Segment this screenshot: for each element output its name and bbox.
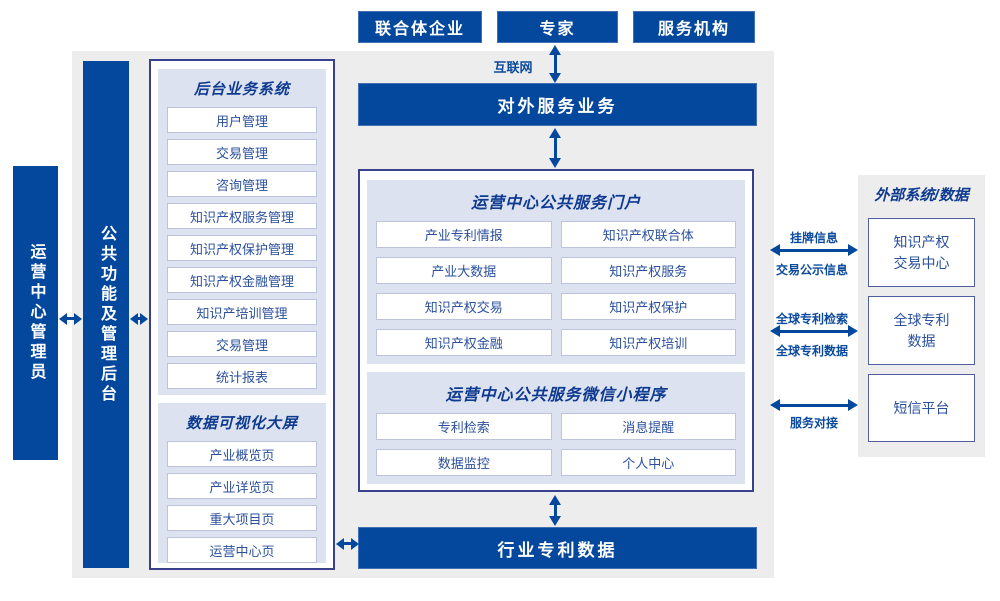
list-item: 知识产培训管理 [167,299,317,325]
arrow-line [554,52,557,76]
global-patent-search-label: 全球专利检索 [775,312,848,326]
external-service-bar: 对外服务业务 [358,83,757,126]
internet-arrow-icon [549,45,562,83]
public-function-backend-bar: 公共功能及管理后台 [83,61,129,568]
vbar-label: 运营中心管理员 [27,243,45,383]
arrow-line [777,404,851,407]
section-title: 运营中心公共服务微信小程序 [445,387,667,404]
arrow-line [554,502,557,519]
actor-label: 联合体企业 [374,21,465,38]
grid-item: 个人中心 [560,449,736,476]
bar-label: 行业专利数据 [497,540,618,560]
arrow-line [136,317,142,320]
miniprogram-item-grid: 专利检索 消息提醒 数据监控 个人中心 [376,413,736,476]
list-item: 知识产权保护管理 [167,235,317,261]
portal-item-grid: 产业专利情报 知识产权联合体 产业大数据 知识产权服务 知识产权交易 知识产权保… [376,221,736,356]
grid-item: 知识产权联合体 [560,221,736,248]
center-service-container: 运营中心公共服务门户 产业专利情报 知识产权联合体 产业大数据 知识产权服务 知… [358,169,754,492]
list-item: 产业详览页 [167,473,317,499]
actor-service-agencies: 服务机构 [633,11,755,43]
operations-admin-bar: 运营中心管理员 [13,166,58,460]
trade-publicity-label: 交易公示信息 [775,263,848,277]
list-item: 咨询管理 [167,171,317,197]
visualization-item-list: 产业概览页 产业详览页 重大项目页 运营中心页 [167,441,317,563]
list-item: 交易管理 [167,139,317,165]
internet-label: 互联网 [493,60,533,75]
service-connect-label: 服务对接 [789,416,838,430]
listing-info-label: 挂牌信息 [789,231,838,245]
global-patent-data-label: 全球专利数据 [775,344,848,358]
admin-backend-arrow-icon [59,312,82,325]
grid-item: 消息提醒 [560,413,736,440]
external-systems-title: 外部系统/数据 [874,187,969,204]
arrow-line [777,249,851,252]
service-portal-arrow-icon [549,128,562,168]
sms-platform-box: 短信平台 [868,374,975,442]
list-item: 知识产权金融管理 [167,267,317,293]
grid-item: 产业专利情报 [376,221,552,248]
left-backend-container: 后台业务系统 用户管理 交易管理 咨询管理 知识产权服务管理 知识产权保护管理 … [149,59,335,570]
global-patent-data-box: 全球专利 数据 [868,296,975,365]
grid-item: 知识产权交易 [376,293,552,320]
backend-panel-arrow-icon [130,312,148,325]
section-title: 后台业务系统 [193,81,290,98]
sms-service-arrow-icon [770,399,858,412]
list-item: 运营中心页 [167,537,317,563]
actor-label: 专家 [539,21,576,38]
list-item: 用户管理 [167,107,317,133]
visualization-patentdata-arrow-icon [336,537,359,550]
list-item: 产业概览页 [167,441,317,467]
grid-item: 知识产权保护 [560,293,736,320]
actor-experts: 专家 [497,11,618,43]
grid-item: 知识产权服务 [560,257,736,284]
section-title: 运营中心公共服务门户 [470,195,641,212]
list-item: 交易管理 [167,331,317,357]
grid-item: 数据监控 [376,449,552,476]
public-service-portal-panel: 运营中心公共服务门户 产业专利情报 知识产权联合体 产业大数据 知识产权服务 知… [367,180,745,364]
industry-patent-data-bar: 行业专利数据 [358,527,757,569]
actor-consortium-enterprises: 联合体企业 [358,11,482,43]
arrow-line [342,542,353,545]
wechat-miniprogram-panel: 运营中心公共服务微信小程序 专利检索 消息提醒 数据监控 个人中心 [367,372,745,484]
trading-center-arrow-icon [770,244,858,257]
actor-label: 服务机构 [657,21,730,38]
list-item: 知识产权服务管理 [167,203,317,229]
global-patent-arrow-icon [770,325,858,338]
arrow-line [777,330,851,333]
ip-trading-center-box: 知识产权 交易中心 [868,218,975,287]
grid-item: 专利检索 [376,413,552,440]
arrow-line [65,317,76,320]
miniprogram-patentdata-arrow-icon [549,495,562,526]
grid-item: 知识产权培训 [560,329,736,356]
section-title: 数据可视化大屏 [185,415,298,432]
grid-item: 知识产权金融 [376,329,552,356]
vbar-label: 公共功能及管理后台 [98,224,115,405]
backend-item-list: 用户管理 交易管理 咨询管理 知识产权服务管理 知识产权保护管理 知识产权金融管… [167,107,317,389]
data-visualization-panel: 数据可视化大屏 产业概览页 产业详览页 重大项目页 运营中心页 [158,403,326,563]
backend-business-system-panel: 后台业务系统 用户管理 交易管理 咨询管理 知识产权服务管理 知识产权保护管理 … [158,69,326,395]
arrow-line [554,135,557,161]
grid-item: 产业大数据 [376,257,552,284]
list-item: 统计报表 [167,363,317,389]
bar-label: 对外服务业务 [497,97,618,116]
list-item: 重大项目页 [167,505,317,531]
